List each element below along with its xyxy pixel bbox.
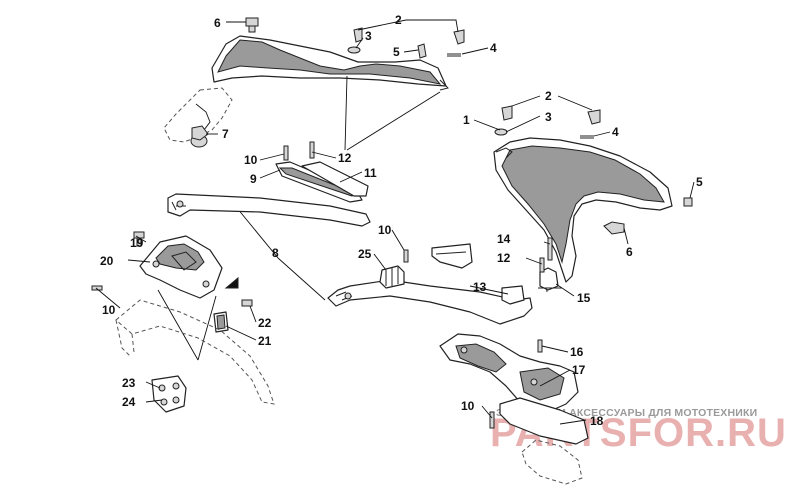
right-bracket-assembly bbox=[439, 333, 589, 485]
callout-labels: 6 2 3 5 4 1 2 3 4 5 6 7 10 12 9 11 8 10 … bbox=[100, 13, 703, 428]
callout-1: 1 bbox=[463, 113, 470, 127]
callout-6-right: 6 bbox=[626, 245, 633, 259]
rubber-grommet bbox=[379, 265, 405, 289]
callout-8: 8 bbox=[272, 246, 279, 260]
callout-5-right: 5 bbox=[696, 175, 703, 189]
callout-9: 9 bbox=[250, 172, 257, 186]
callout-21: 21 bbox=[258, 334, 272, 348]
callout-20: 20 bbox=[100, 254, 114, 268]
callout-19: 19 bbox=[130, 236, 144, 250]
callout-4-top: 4 bbox=[490, 41, 497, 55]
callout-14: 14 bbox=[497, 232, 511, 246]
fasteners bbox=[91, 17, 693, 429]
callout-12-upper: 12 bbox=[338, 151, 352, 165]
callout-12-mid: 12 bbox=[497, 251, 511, 265]
callout-10-bottom: 10 bbox=[461, 399, 475, 413]
left-bracket-assembly bbox=[139, 235, 229, 333]
callout-16: 16 bbox=[570, 345, 584, 359]
callout-13: 13 bbox=[473, 280, 487, 294]
callout-2-top: 2 bbox=[395, 13, 402, 27]
callout-11: 11 bbox=[364, 166, 377, 180]
callout-25: 25 bbox=[358, 247, 372, 261]
callout-17: 17 bbox=[572, 363, 586, 377]
upper-right-side-panel bbox=[493, 137, 673, 283]
callout-10-left: 10 bbox=[102, 303, 116, 317]
callout-7: 7 bbox=[222, 127, 229, 141]
lower-mount-bracket bbox=[327, 243, 533, 325]
left-chassis-outline bbox=[115, 299, 275, 413]
callout-23: 23 bbox=[122, 376, 136, 390]
callout-2-right: 2 bbox=[545, 89, 552, 103]
callout-15: 15 bbox=[577, 291, 591, 305]
callout-5-top: 5 bbox=[393, 45, 400, 59]
callout-3-right: 3 bbox=[545, 110, 552, 124]
upper-left-side-panel bbox=[163, 35, 449, 148]
callout-4-right: 4 bbox=[612, 125, 619, 139]
callout-10-mid: 10 bbox=[378, 223, 392, 237]
rubber-bumper bbox=[538, 267, 562, 291]
callout-24: 24 bbox=[122, 395, 136, 409]
callout-10-upper: 10 bbox=[244, 153, 258, 167]
upper-mount-bracket bbox=[167, 161, 371, 227]
callout-3-top: 3 bbox=[365, 29, 372, 43]
callout-6-top: 6 bbox=[214, 16, 221, 30]
callout-22: 22 bbox=[258, 316, 272, 330]
callout-leaders bbox=[95, 19, 695, 425]
callout-18: 18 bbox=[590, 414, 604, 428]
